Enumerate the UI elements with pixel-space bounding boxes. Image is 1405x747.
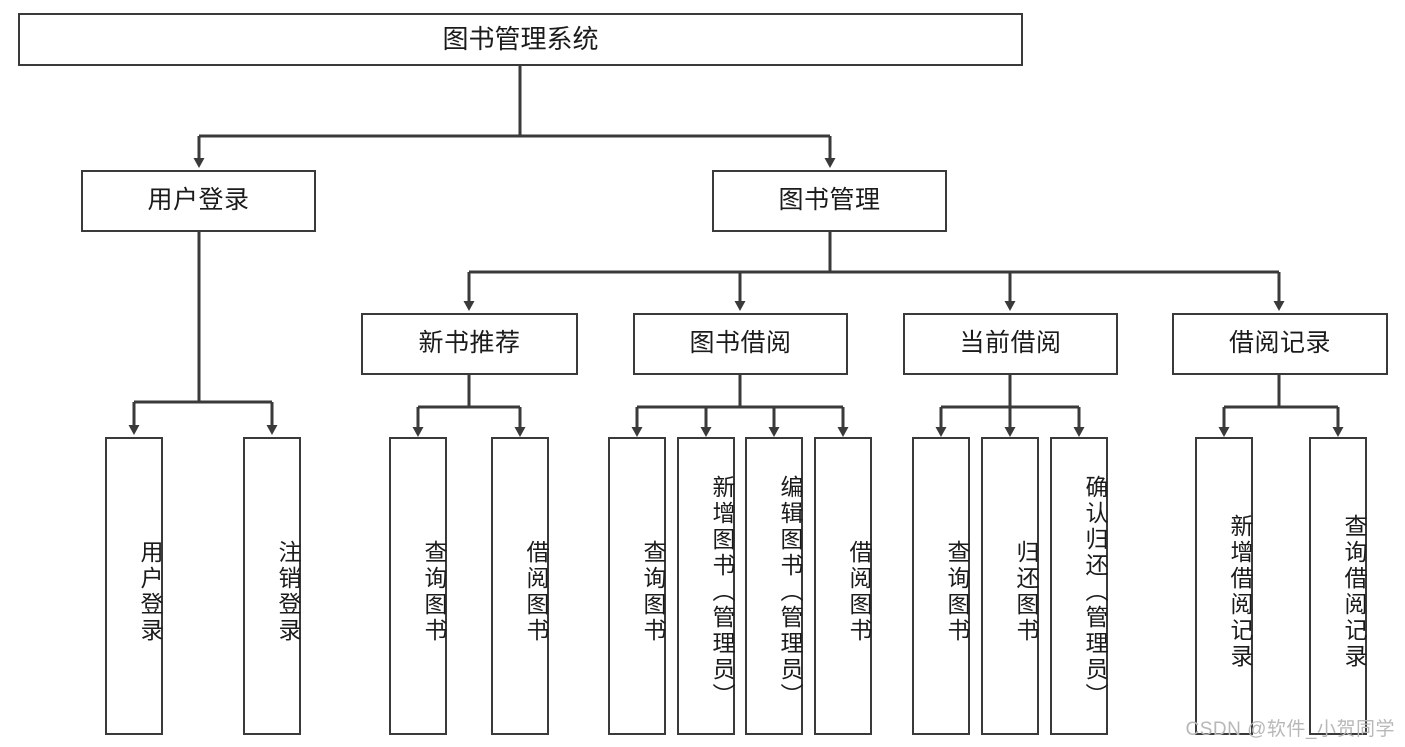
node-label: 图书借阅: [689, 329, 792, 358]
node-label: 借阅记录: [1228, 329, 1331, 358]
node-book-management[interactable]: 图书管理: [712, 170, 947, 232]
leaf-query-book-recommend[interactable]: 查询图书: [389, 437, 447, 735]
leaf-edit-book-admin[interactable]: 编辑图书（管理员）: [745, 437, 803, 735]
leaf-add-book-admin[interactable]: 新增图书（管理员）: [677, 437, 735, 735]
node-root-system[interactable]: 图书管理系统: [18, 13, 1023, 66]
node-current-borrow[interactable]: 当前借阅: [903, 313, 1118, 375]
node-user-login[interactable]: 用户登录: [81, 170, 316, 232]
node-label: 确认归还（管理员）: [1082, 475, 1108, 709]
leaf-confirm-return-admin[interactable]: 确认归还（管理员）: [1050, 437, 1108, 735]
leaf-borrow-book[interactable]: 借阅图书: [814, 437, 872, 735]
node-label: 新增图书（管理员）: [709, 475, 735, 709]
node-label: 编辑图书（管理员）: [777, 475, 803, 709]
leaf-return-book[interactable]: 归还图书: [981, 437, 1039, 735]
node-label: 注销登录: [275, 540, 301, 644]
node-label: 查询图书: [640, 540, 666, 644]
node-label: 新增借阅记录: [1227, 514, 1253, 670]
node-new-book-recommend[interactable]: 新书推荐: [361, 313, 578, 375]
leaf-user-login[interactable]: 用户登录: [105, 437, 163, 735]
leaf-logout[interactable]: 注销登录: [243, 437, 301, 735]
leaf-borrow-book-recommend[interactable]: 借阅图书: [491, 437, 549, 735]
leaf-add-borrow-record[interactable]: 新增借阅记录: [1195, 437, 1253, 735]
node-label: 归还图书: [1013, 540, 1039, 644]
node-label: 查询图书: [944, 540, 970, 644]
leaf-query-book-borrow[interactable]: 查询图书: [608, 437, 666, 735]
node-label: 查询借阅记录: [1341, 514, 1367, 670]
node-label: 查询图书: [421, 540, 447, 644]
node-label: 当前借阅: [959, 329, 1062, 358]
leaf-query-book-current[interactable]: 查询图书: [912, 437, 970, 735]
watermark: CSDN @软件_小贺同学: [1185, 719, 1395, 740]
node-label: 用户登录: [137, 540, 163, 644]
leaf-query-borrow-record[interactable]: 查询借阅记录: [1309, 437, 1367, 735]
node-borrow-records[interactable]: 借阅记录: [1172, 313, 1388, 375]
node-label: 图书管理系统: [442, 24, 599, 55]
node-label: 借阅图书: [523, 540, 549, 644]
node-label: 借阅图书: [846, 540, 872, 644]
node-label: 图书管理: [778, 186, 881, 215]
node-book-borrow[interactable]: 图书借阅: [633, 313, 848, 375]
node-label: 用户登录: [147, 186, 250, 215]
node-label: 新书推荐: [418, 329, 521, 358]
